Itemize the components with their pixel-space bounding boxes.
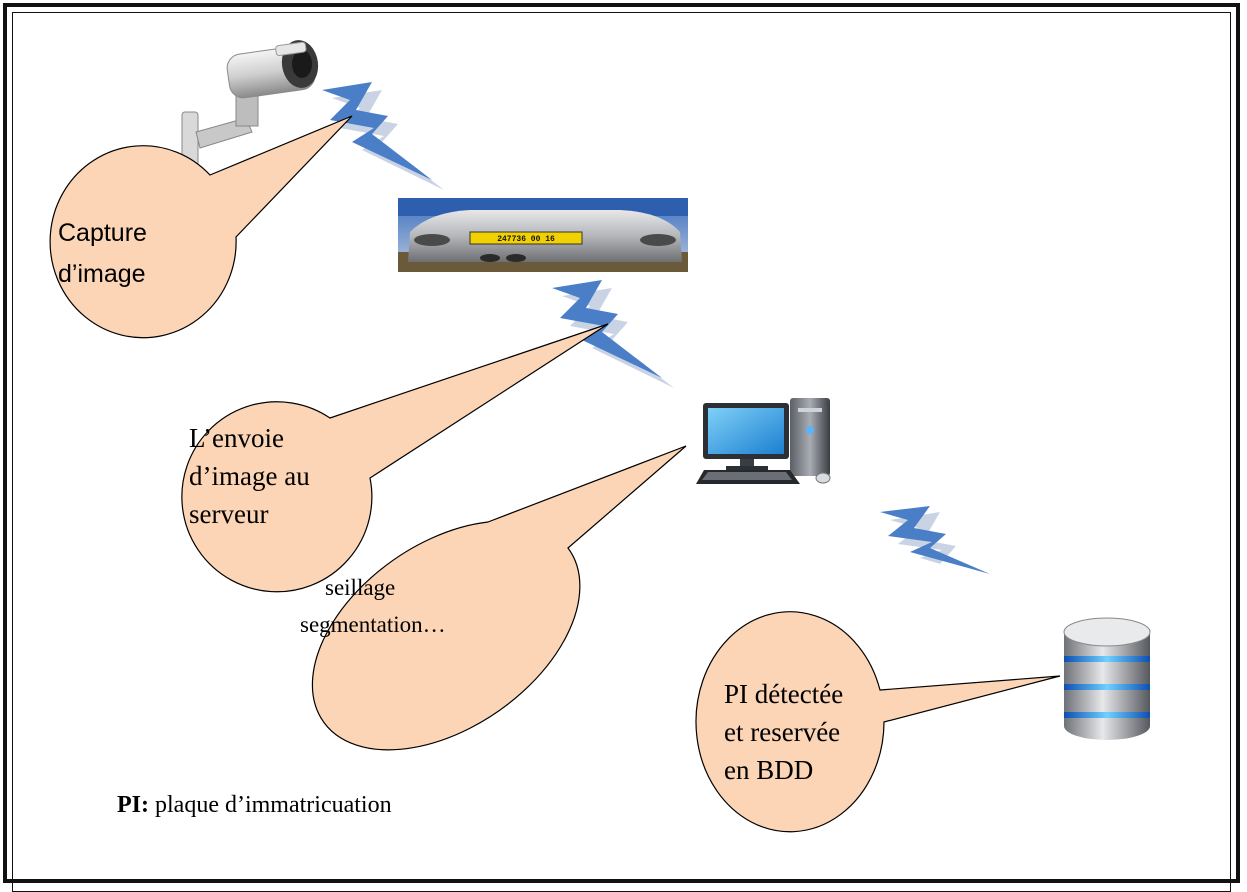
- callout-line: Capture: [58, 219, 147, 247]
- desktop-computer-icon: [696, 398, 831, 484]
- callout-line: segmentation…: [300, 611, 446, 637]
- callout-envoi-text: L’envoie d’image au serveur: [189, 420, 310, 533]
- callout-line: L’envoie: [189, 423, 284, 453]
- callout-detection-bubble: [695, 611, 1061, 833]
- legend-abbr: PI:: [117, 792, 149, 818]
- callout-capture-bubble: [49, 115, 353, 339]
- wireless-bolt-icon: [322, 82, 444, 190]
- callout-line: PI détectée: [724, 679, 844, 709]
- callout-line: seillage: [325, 575, 396, 600]
- diagram-canvas: 247736 00 16: [49, 40, 1151, 833]
- legend: PI: plaque d’immatricuation: [117, 792, 392, 819]
- callout-detection-text: PI détectée et reservée en BDD: [724, 676, 843, 789]
- callout-traitement-bubble: [311, 445, 687, 751]
- callout-traitement-text: seillage segmentation…: [300, 570, 446, 644]
- database-icon: [1063, 617, 1151, 740]
- callout-capture-text: Capture d’image: [58, 218, 147, 291]
- callout-envoi-bubble: [181, 323, 609, 593]
- wireless-bolt-icon: [880, 506, 1002, 582]
- wireless-bolt-icon: [552, 280, 674, 388]
- callout-line: d’image: [58, 260, 146, 289]
- legend-definition: plaque d’immatricuation: [155, 792, 392, 818]
- svg-text:247736 00 16: 247736 00 16: [497, 235, 555, 244]
- callout-line: serveur: [189, 498, 269, 529]
- callout-line: et reservée: [724, 716, 841, 747]
- callout-line: en BDD: [724, 754, 814, 785]
- cctv-camera-icon: [181, 40, 319, 171]
- car-rear-photo: 247736 00 16: [398, 198, 688, 272]
- callout-line: d’image au: [189, 460, 310, 491]
